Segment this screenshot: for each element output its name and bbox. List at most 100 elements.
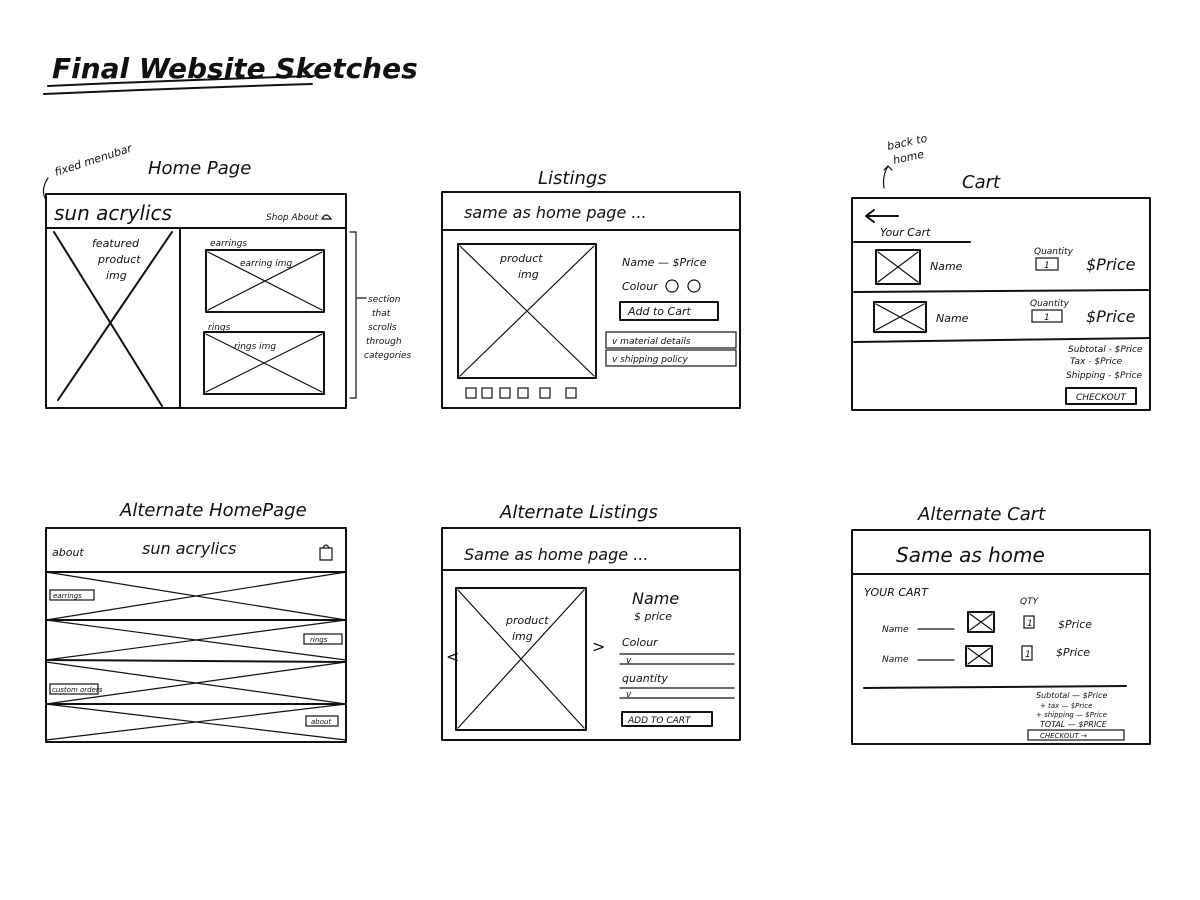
cart-item-image: [875, 249, 921, 285]
rings-image-box[interactable]: [203, 331, 325, 395]
accordion-material-label: v material details: [612, 337, 691, 347]
alt-home-tag-custom-label: custom orders: [52, 686, 103, 694]
alt-add-to-cart-button[interactable]: [621, 711, 713, 727]
alt-cart-item-image: [967, 611, 995, 633]
alt-listings-product-image-box: [455, 587, 587, 731]
alt-home-tag-about[interactable]: [305, 715, 339, 727]
carousel-prev-arrow-icon[interactable]: <: [446, 647, 459, 666]
alt-home-band-4[interactable]: [45, 703, 347, 741]
alt-cart-qty-header: QTY: [1020, 597, 1040, 607]
title-underline-2: [43, 83, 313, 95]
listings-product-label-2: img: [518, 268, 539, 281]
earrings-image-placeholder: [207, 251, 323, 311]
colour-dropdown-mark: v: [626, 656, 632, 666]
rings-label: rings: [208, 323, 231, 333]
rings-image-label: rings img: [234, 342, 276, 352]
cart-title: Cart: [962, 172, 1001, 193]
thumbnail-row[interactable]: [465, 387, 577, 399]
thumbnail[interactable]: [517, 387, 529, 399]
carousel-next-arrow-icon[interactable]: >: [592, 637, 605, 656]
alt-listings-product-label-2: img: [512, 630, 533, 643]
alt-listings-title: Alternate Listings: [499, 502, 658, 523]
thumbnail[interactable]: [565, 387, 577, 399]
alt-cart-subtotal: Subtotal — $Price: [1036, 691, 1107, 700]
alt-cart-item-image-placeholder: [969, 613, 993, 631]
featured-image-placeholder: [53, 231, 173, 407]
listings-sketch: Listings same as home page ... product i…: [441, 168, 741, 409]
thumbnail[interactable]: [539, 387, 551, 399]
cart-item-price: $Price: [1086, 307, 1136, 326]
listings-name-price: Name — $Price: [622, 256, 707, 269]
alt-home-about[interactable]: about: [52, 546, 84, 559]
quantity-dropdown-mark: v: [626, 690, 632, 700]
alt-home-tag-rings[interactable]: [303, 633, 343, 645]
alt-cart-frame: [851, 529, 1151, 745]
cart-totals-divider: [853, 337, 1151, 343]
accordion-shipping-policy[interactable]: [605, 349, 737, 367]
cart-frame: [851, 197, 1151, 411]
cart-item-qty-input[interactable]: [1031, 309, 1063, 323]
title-underline-1: [47, 75, 315, 87]
page-title-group: Final Website Sketches: [43, 52, 418, 95]
page-title: Final Website Sketches: [52, 52, 418, 85]
side-note-5: categories: [364, 351, 411, 361]
earrings-image-box[interactable]: [205, 249, 325, 313]
thumbnail[interactable]: [499, 387, 511, 399]
alt-home-band-3[interactable]: [45, 661, 347, 705]
add-to-cart-label: Add to Cart: [627, 305, 691, 318]
side-note-1: section: [368, 295, 401, 305]
cart-item-qty: 1: [1044, 313, 1050, 323]
cart-item-image: [873, 301, 927, 333]
alt-listings-name: Name: [632, 589, 679, 608]
alt-cart-item-qty: 1: [1027, 619, 1033, 629]
alt-listings-colour-label: Colour: [622, 636, 659, 649]
shopping-bag-icon[interactable]: [319, 544, 333, 561]
back-arrow-icon[interactable]: [865, 209, 899, 223]
colour-swatch[interactable]: [665, 279, 679, 293]
cart-item-qty-label: Quantity: [1030, 299, 1070, 309]
alt-cart-shipping: + shipping — $Price: [1036, 711, 1107, 719]
add-to-cart-button[interactable]: [619, 301, 719, 321]
colour-swatch[interactable]: [687, 279, 701, 293]
earrings-image-label: earring img: [240, 259, 292, 269]
checkout-button[interactable]: [1065, 387, 1137, 405]
alt-home-tag-custom-orders[interactable]: [49, 683, 99, 695]
alt-cart-item-image: [965, 645, 993, 667]
alt-checkout-label: CHECKOUT →: [1040, 732, 1087, 740]
cart-item-qty-label: Quantity: [1034, 247, 1074, 257]
alt-cart-item-qty: 1: [1025, 650, 1031, 660]
quantity-dropdown[interactable]: [619, 687, 735, 699]
alt-cart-tax: + tax — $Price: [1040, 702, 1092, 710]
cart-icon[interactable]: [321, 214, 333, 220]
alt-home-sketch: Alternate HomePage about sun acrylics ea…: [45, 500, 347, 743]
alt-home-band-2[interactable]: [45, 619, 347, 661]
home-brand: sun acrylics: [54, 201, 172, 225]
featured-label-2: product: [97, 253, 141, 266]
listings-title: Listings: [538, 168, 607, 189]
alt-home-tag-earrings[interactable]: [49, 589, 95, 601]
alt-home-tag-earrings-label: earrings: [53, 592, 82, 600]
thumbnail[interactable]: [481, 387, 493, 399]
cart-item-image-placeholder: [877, 251, 919, 283]
alt-cart-item-qty-input[interactable]: [1021, 645, 1033, 661]
alt-home-band-divider: [45, 659, 347, 663]
alt-cart-item-qty-input[interactable]: [1023, 615, 1035, 629]
alt-home-frame: [45, 527, 347, 743]
scroll-bracket: [349, 231, 357, 399]
alt-cart-header: Same as home: [896, 543, 1045, 567]
colour-dropdown[interactable]: [619, 653, 735, 665]
cart-item-price: $Price: [1086, 255, 1136, 274]
cart-item-qty-input[interactable]: [1035, 257, 1059, 271]
alt-home-band-1[interactable]: [45, 571, 347, 621]
alt-cart-item-price: $Price: [1058, 618, 1092, 631]
alt-home-title: Alternate HomePage: [119, 500, 307, 521]
listings-product-image-placeholder: [459, 245, 595, 377]
cart-item-image-placeholder: [875, 303, 925, 331]
thumbnail[interactable]: [465, 387, 477, 399]
cart-your-cart: Your Cart: [880, 226, 931, 239]
alt-checkout-button[interactable]: [1027, 729, 1125, 741]
cart-note-back-2: home: [892, 148, 925, 167]
accordion-material-details[interactable]: [605, 331, 737, 349]
home-nav[interactable]: Shop About: [266, 213, 319, 223]
alt-add-to-cart-label: ADD TO CART: [627, 716, 692, 726]
